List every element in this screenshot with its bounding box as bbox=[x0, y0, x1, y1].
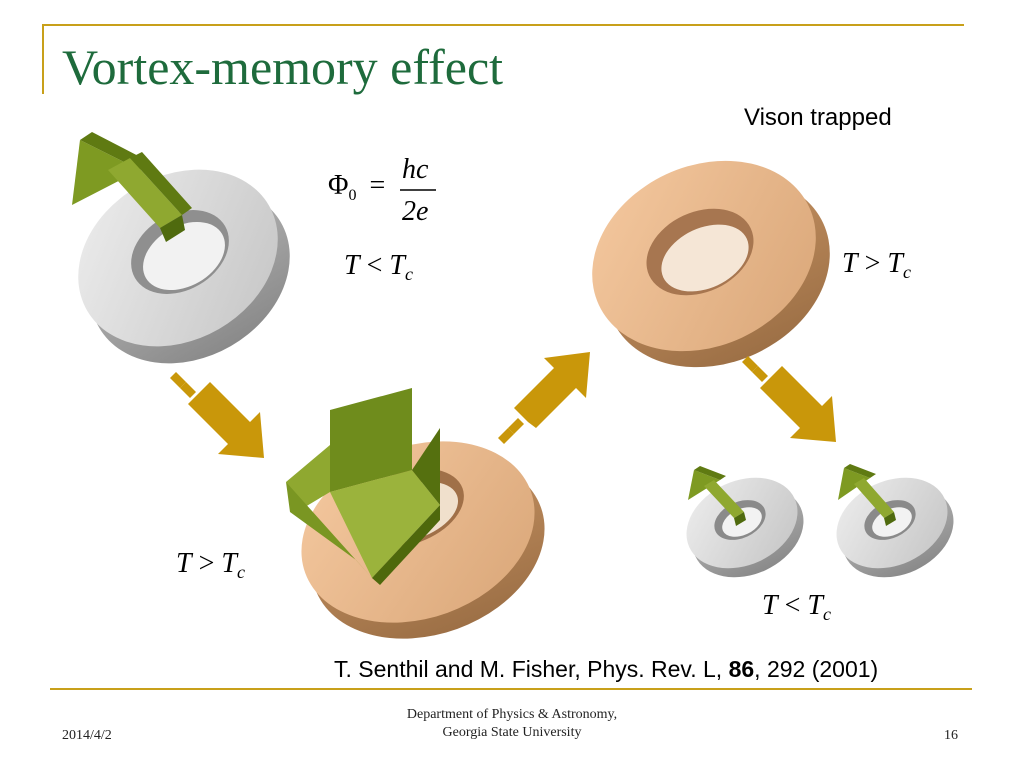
flux-subscript: 0 bbox=[348, 187, 357, 204]
temp-symbol: T bbox=[842, 248, 858, 279]
condition-bottom-left: T > Tc bbox=[176, 548, 245, 582]
footer-date: 2014/4/2 bbox=[62, 728, 112, 743]
formula-numerator: hc bbox=[402, 154, 429, 185]
reference-authors: T. Senthil and M. Fisher, Phys. Rev. L, bbox=[334, 656, 729, 682]
temp-symbol: T bbox=[344, 250, 360, 281]
denominator-text: 2e bbox=[402, 196, 429, 227]
equals-sign: = bbox=[369, 170, 386, 201]
critical-sub: c bbox=[236, 562, 245, 582]
slide-title: Vortex-memory effect bbox=[62, 39, 504, 95]
reference-citation: T. Senthil and M. Fisher, Phys. Rev. L, … bbox=[334, 658, 878, 681]
flux-quantum-formula: Φ0 = bbox=[328, 170, 385, 205]
footer-rule bbox=[50, 688, 972, 690]
process-arrow-up bbox=[498, 352, 590, 444]
reference-volume: 86 bbox=[728, 656, 755, 682]
vison-trapped-label: Vison trapped bbox=[744, 104, 892, 131]
condition-bottom-right: T < Tc bbox=[762, 590, 831, 624]
condition-top-right: T > Tc bbox=[842, 248, 911, 282]
green-arrow-large-icon bbox=[286, 388, 440, 585]
process-arrow-down-left bbox=[170, 372, 264, 458]
temp-symbol: T bbox=[762, 590, 778, 621]
relation: < bbox=[784, 590, 801, 621]
formula-denominator: 2e bbox=[402, 196, 428, 228]
relation: > bbox=[864, 248, 881, 279]
flux-symbol: Φ bbox=[328, 170, 349, 201]
green-arrow-small-left-icon bbox=[688, 466, 746, 526]
temp-symbol: T bbox=[176, 548, 192, 579]
green-arrow-icon bbox=[72, 132, 192, 242]
ring-grey-large bbox=[78, 169, 290, 364]
reference-pages: , 292 (2001) bbox=[754, 656, 879, 682]
critical-sub: c bbox=[822, 604, 831, 624]
condition-top-center: T < Tc bbox=[344, 250, 413, 284]
top-rule bbox=[42, 24, 964, 26]
footer-dept-line1: Department of Physics & Astronomy, bbox=[406, 707, 618, 722]
critical-temp: T bbox=[807, 590, 823, 621]
relation: > bbox=[198, 548, 215, 579]
critical-sub: c bbox=[902, 262, 911, 282]
relation: < bbox=[366, 250, 383, 281]
process-arrow-down-right bbox=[742, 356, 836, 442]
footer-page-number: 16 bbox=[944, 728, 958, 743]
footer-dept-line2: Georgia State University bbox=[442, 724, 582, 740]
footer-department: Department of Physics & Astronomy, Georg… bbox=[370, 706, 654, 741]
critical-sub: c bbox=[404, 264, 413, 284]
ring-tan-large bbox=[592, 160, 830, 368]
ring-tan-medium bbox=[301, 441, 545, 639]
critical-temp: T bbox=[389, 250, 405, 281]
critical-temp: T bbox=[887, 248, 903, 279]
critical-temp: T bbox=[221, 548, 237, 579]
left-rule bbox=[42, 24, 44, 94]
green-arrow-small-right-icon bbox=[838, 464, 896, 526]
